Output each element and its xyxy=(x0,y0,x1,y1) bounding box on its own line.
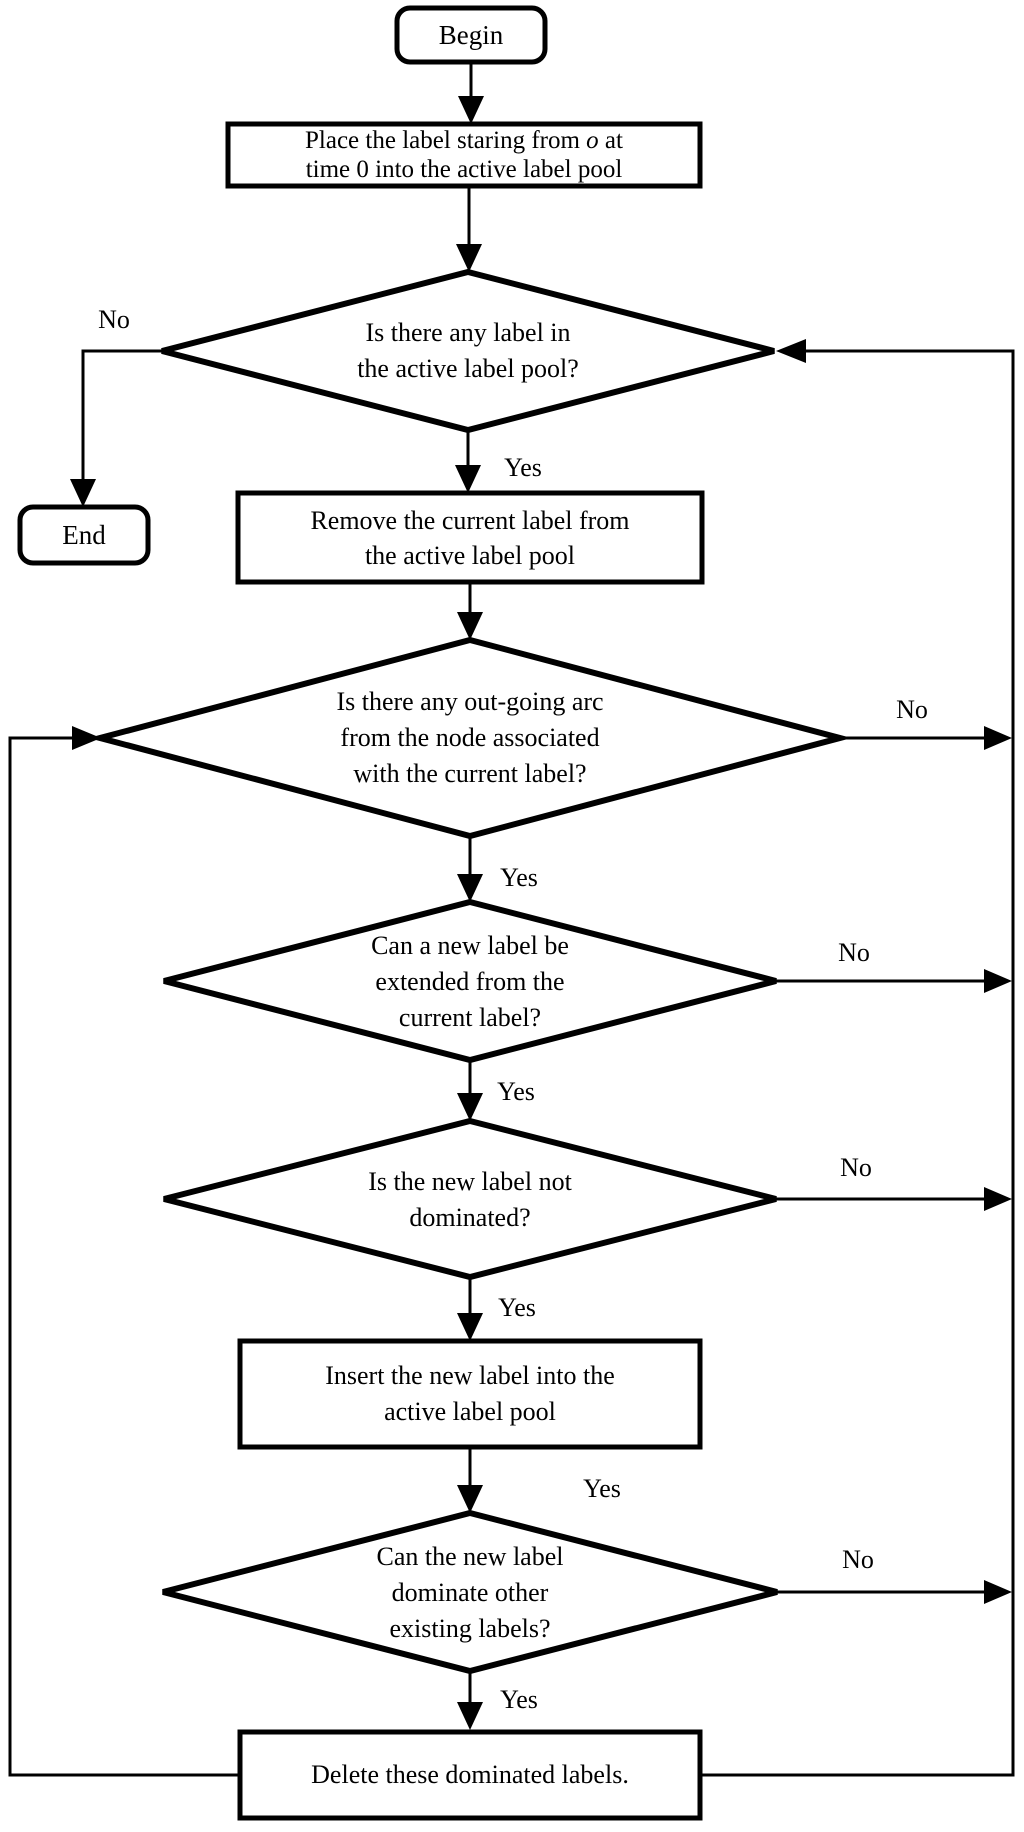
not-dominated-decision-label: Is the new label not dominated? xyxy=(368,1167,572,1232)
no-label-not-dominated: No xyxy=(840,1153,872,1182)
yes-label-not-dominated: Yes xyxy=(498,1293,536,1322)
not-dominated-decision-shape xyxy=(163,1117,777,1281)
place-label-line1: Place the label staring from o at xyxy=(305,127,623,154)
yes-label-outgoing-arc: Yes xyxy=(500,863,538,892)
edge-no-collector-to-pool-check-loop-line xyxy=(700,349,1015,1777)
remove-label-process-shape xyxy=(235,490,705,585)
begin-node-shape xyxy=(394,5,548,65)
arrowhead-no-end xyxy=(70,479,96,507)
arrowhead-notdominated-yes xyxy=(457,1313,483,1341)
yes-label-extend: Yes xyxy=(497,1077,535,1106)
arrowhead-remove-outgoing xyxy=(457,612,483,640)
no-label-outgoing-arc: No xyxy=(896,695,928,724)
yes-label-pool-check: Yes xyxy=(504,453,542,482)
arrowhead-loop-into-poolcheck xyxy=(776,339,806,363)
arrowhead-place-poolcheck xyxy=(456,244,482,272)
outgoing-arc-decision-label: Is there any out-going arc from the node… xyxy=(336,687,604,788)
arrowhead-extend-no xyxy=(984,969,1012,993)
arrowhead-insert-dominate xyxy=(457,1485,483,1513)
arrowhead-outgoing-no xyxy=(984,726,1012,750)
arrowhead-loop-into-outgoing xyxy=(72,726,101,750)
extend-label-decision-shape xyxy=(163,898,777,1064)
no-label-dominate: No xyxy=(842,1545,874,1574)
no-label-extend: No xyxy=(838,938,870,967)
end-node-label: End xyxy=(62,520,106,550)
yes-label-dominate: Yes xyxy=(500,1685,538,1714)
place-label-process-label: Place the label staring from o at time 0… xyxy=(238,126,690,184)
origin-node-variable: o xyxy=(586,127,599,154)
arrowhead-extend-yes xyxy=(457,1093,483,1121)
extend-label-decision-label: Can a new label be extended from the cur… xyxy=(371,931,569,1032)
edge-delete-to-outgoing-loop-line xyxy=(8,736,240,1777)
place-label-process-shape xyxy=(225,121,703,189)
pool-check-decision-shape xyxy=(161,268,775,434)
delete-labels-process-label: Delete these dominated labels. xyxy=(311,1760,629,1789)
dominate-others-decision-label: Can the new label dominate other existin… xyxy=(376,1542,564,1643)
arrowhead-outgoing-yes xyxy=(457,874,483,902)
yes-label-insert-dominate: Yes xyxy=(583,1474,621,1503)
arrowhead-yes-remove xyxy=(455,465,481,493)
outgoing-arc-decision-shape xyxy=(88,636,852,840)
edge-poolcheck-no-end-line xyxy=(81,349,162,481)
end-node-shape xyxy=(17,504,151,566)
arrowhead-begin-place xyxy=(458,96,484,124)
insert-label-process-shape xyxy=(237,1338,703,1450)
remove-label-process-label: Remove the current label from the active… xyxy=(310,505,630,570)
dominate-others-decision-shape xyxy=(162,1509,778,1675)
arrowhead-dominate-no xyxy=(984,1580,1012,1604)
begin-node-label: Begin xyxy=(438,20,504,50)
no-label-pool-check: No xyxy=(98,305,130,334)
arrowhead-dominate-yes xyxy=(457,1702,483,1730)
insert-label-process-label: Insert the new label into the active lab… xyxy=(325,1361,615,1426)
place-label-line2: time 0 into the active label pool xyxy=(305,156,623,183)
pool-check-decision-label: Is there any label in the active label p… xyxy=(357,318,579,383)
delete-labels-process-shape xyxy=(237,1729,703,1821)
arrowhead-notdominated-no xyxy=(984,1187,1012,1211)
